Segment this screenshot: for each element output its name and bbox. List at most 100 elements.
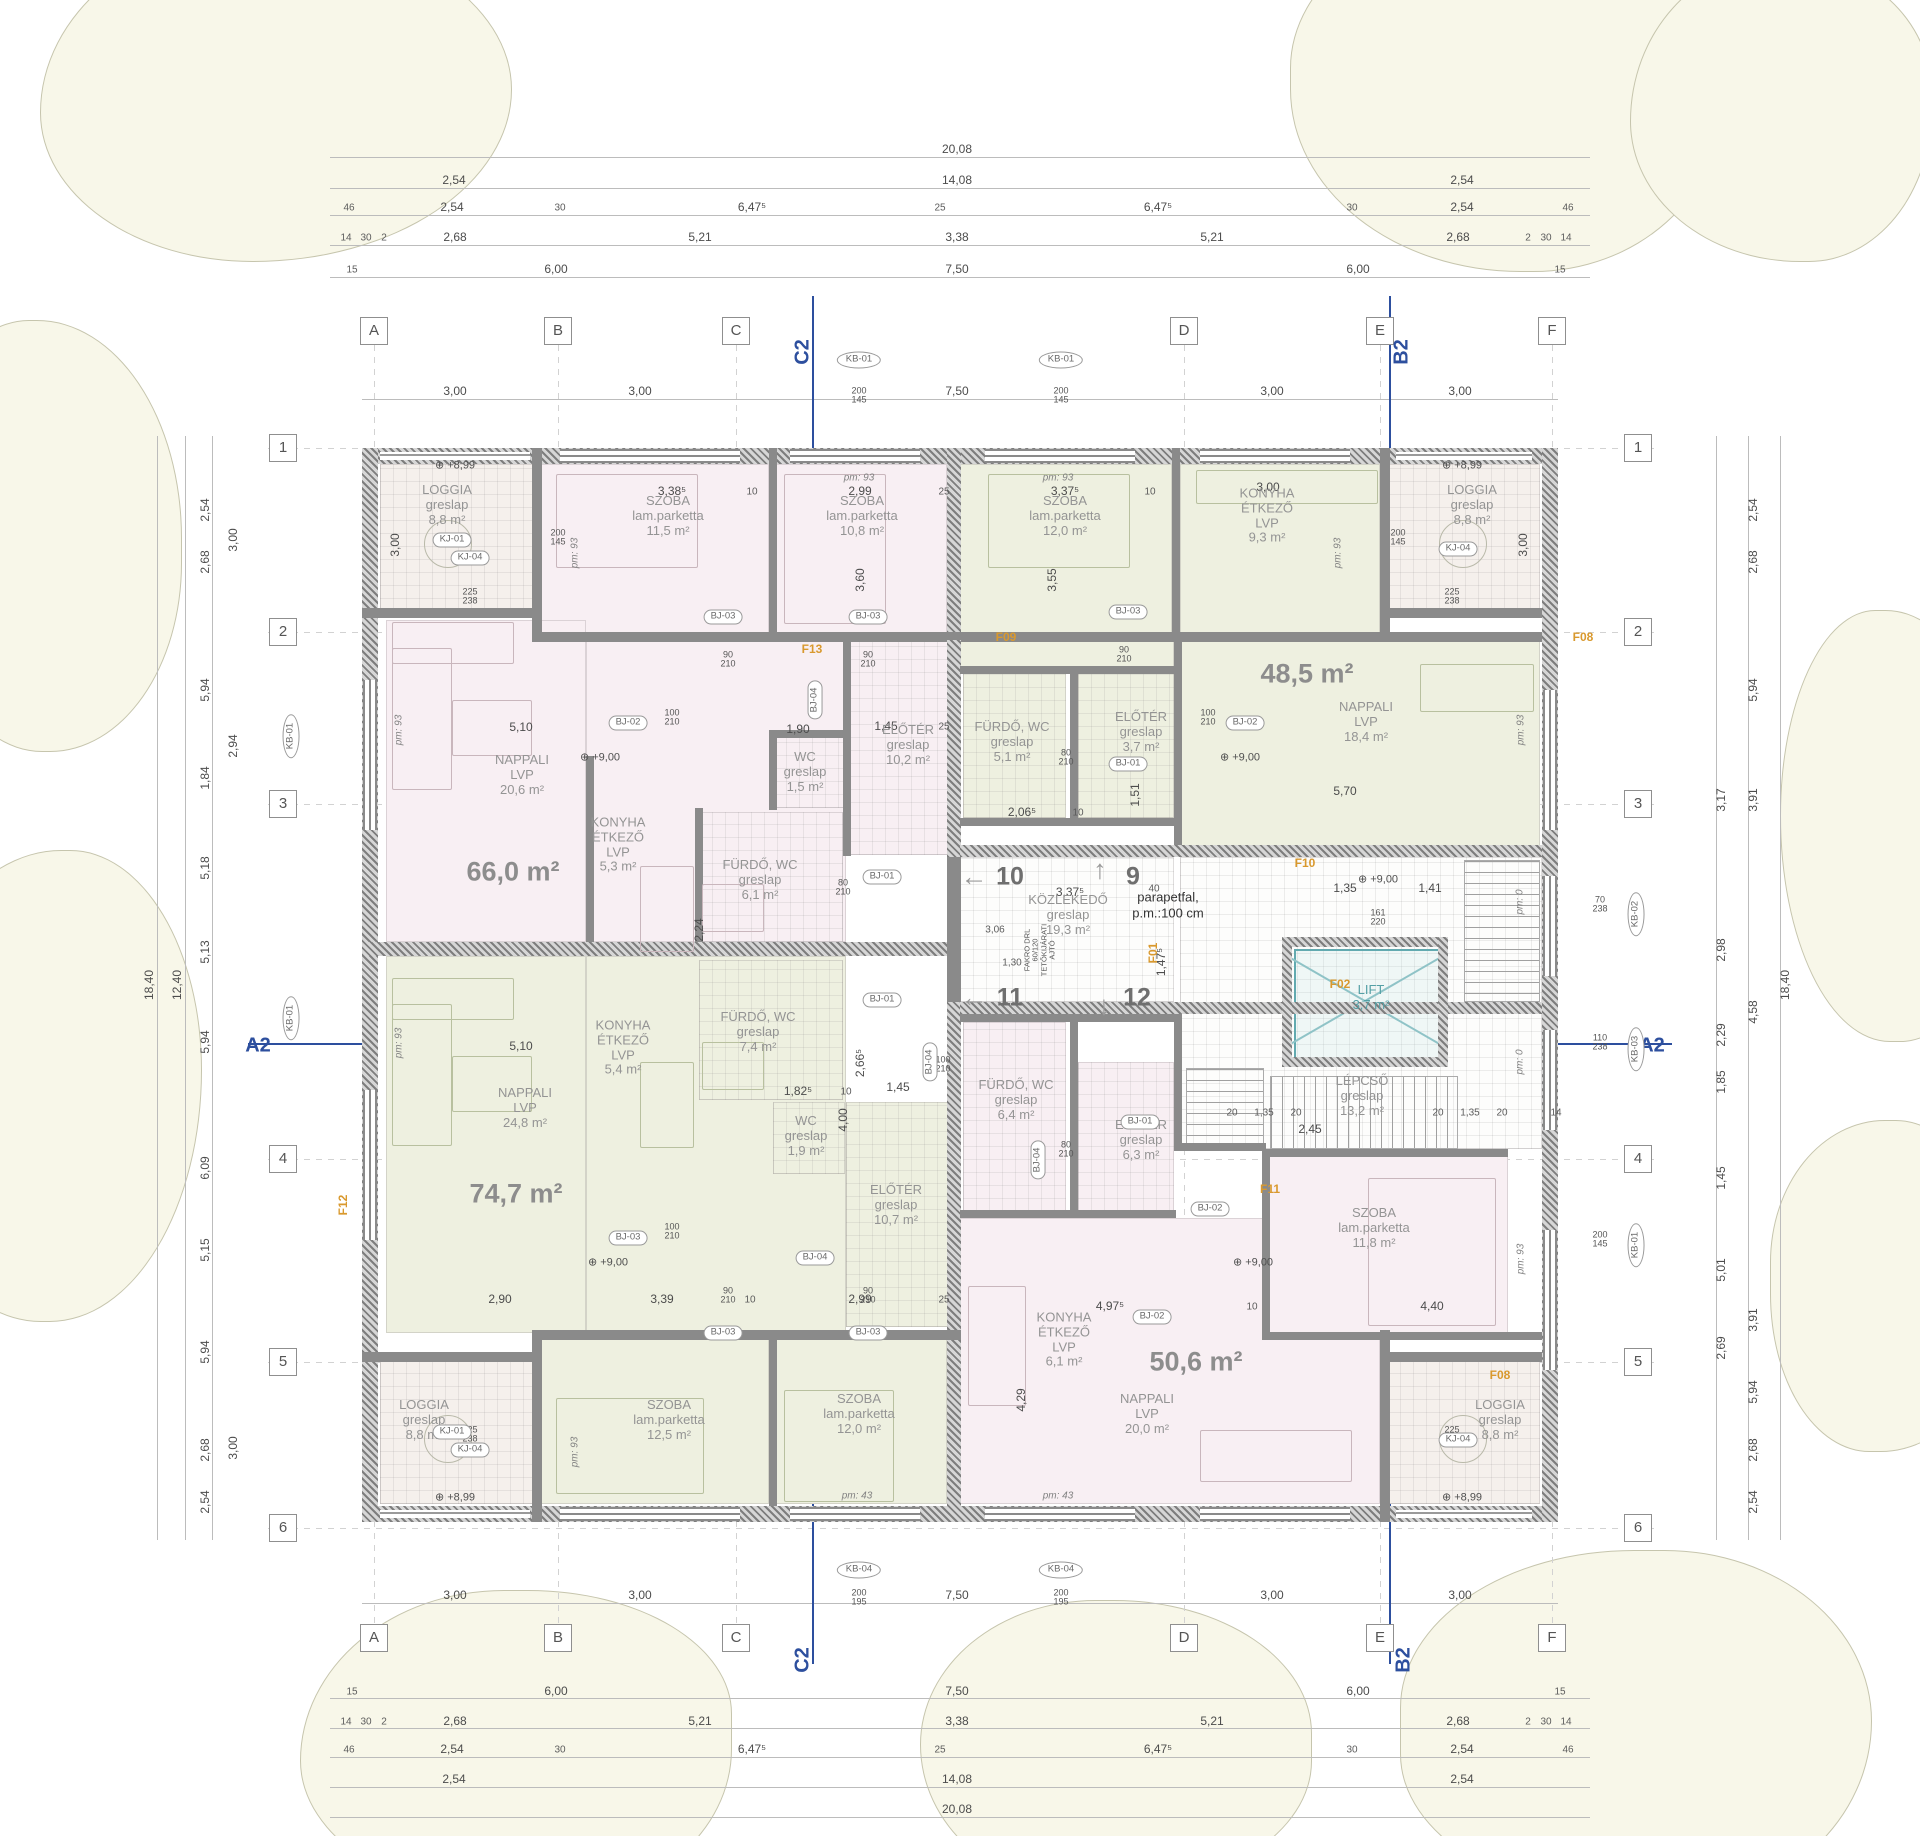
tree	[40, 0, 512, 262]
window-tag: KB-01	[282, 995, 300, 1041]
wall-segment	[1262, 1149, 1270, 1340]
grid-marker: E	[1366, 1624, 1394, 1652]
area-badge: 50,6 m²	[1149, 1346, 1243, 1377]
wall-segment	[947, 1002, 961, 1506]
window-symbol	[790, 1507, 920, 1521]
room-fill	[1268, 1155, 1508, 1335]
dimension-text: 25	[934, 1744, 946, 1756]
dimension-text: 30	[1346, 1744, 1358, 1756]
wall-segment	[960, 1014, 1176, 1022]
door-tag: BJ-04	[795, 1250, 835, 1266]
dimension-text: 5,15	[198, 1238, 213, 1262]
flat-number: 11	[996, 983, 1024, 1012]
dimension-text: 4,40	[1420, 1299, 1444, 1314]
section-marker: A2	[245, 1034, 271, 1057]
furniture	[702, 884, 764, 932]
elevation-marker: ⊕ +9,00	[579, 751, 621, 764]
dimension-text: 14	[340, 1716, 352, 1728]
section-marker: B2	[1392, 1647, 1415, 1673]
door-tag: BJ-02	[1225, 715, 1265, 731]
grid-marker: F	[1538, 317, 1566, 345]
area-badge: 66,0 m²	[466, 856, 560, 887]
dimension-text: 1,30	[1002, 957, 1022, 969]
wall-segment	[947, 857, 961, 1002]
dimension-line	[330, 1698, 1590, 1699]
dimension-text: 25	[934, 202, 946, 214]
dimension-text: 1,82⁵	[783, 1084, 813, 1099]
dimension-text: 20	[1290, 1107, 1302, 1119]
door-tag: BJ-04	[1030, 1140, 1046, 1180]
dimension-text: 5,21	[1200, 230, 1224, 245]
entrance-arrow: ↓	[1097, 990, 1111, 1021]
dimension-text: 5,10	[509, 1039, 533, 1054]
door-tag: KJ-01	[432, 1424, 472, 1440]
parapet-note: pm: 0	[1514, 1049, 1526, 1075]
furniture	[784, 474, 886, 624]
elevation-marker: ⊕ +9,00	[1357, 873, 1399, 886]
dimension-text: 2,54	[1450, 173, 1474, 188]
dimension-text: 3,00	[1260, 384, 1284, 399]
dimension-text: 2,68	[443, 230, 467, 245]
room-fill	[846, 1102, 956, 1327]
tree	[1770, 1120, 1920, 1452]
dimension-text: 1,35	[1333, 881, 1357, 896]
section-line	[812, 1498, 814, 1664]
dimension-text: 5,21	[1200, 1714, 1224, 1729]
furniture	[392, 978, 514, 1020]
dimension-text: 3,60	[853, 568, 868, 592]
dimension-text: 2	[381, 1716, 387, 1728]
section-line	[248, 1043, 362, 1045]
dimension-text: 7,50	[945, 1684, 969, 1699]
dimension-text: 3,91	[1746, 1308, 1761, 1332]
grid-marker: 4	[1624, 1145, 1652, 1173]
window-tag: KB-04	[1038, 1561, 1084, 1579]
grid-marker: 2	[1624, 618, 1652, 646]
room-fill	[963, 1022, 1066, 1212]
grid-marker: F	[1538, 1624, 1566, 1652]
window-symbol	[560, 449, 740, 463]
dimension-text: 1,45	[1714, 1166, 1729, 1190]
door-tag: KJ-04	[450, 550, 490, 566]
dimension-line	[330, 1787, 1590, 1788]
dimension-line	[212, 436, 213, 1540]
dimension-text: 1,35	[1460, 1107, 1480, 1119]
dimension-line	[330, 188, 1590, 189]
dimension-text: 2,68	[1746, 1438, 1761, 1462]
dimension-text: 3,00	[1516, 533, 1531, 557]
dimension-text: 6,00	[1346, 262, 1370, 277]
window-symbol	[363, 1090, 377, 1240]
grid-marker: D	[1170, 1624, 1198, 1652]
door-tag: KJ-04	[1438, 541, 1478, 557]
furniture	[392, 648, 452, 790]
section-line	[1558, 1043, 1672, 1045]
dimension-text: 1,51	[1128, 783, 1143, 807]
wall-segment	[532, 1330, 961, 1340]
f-label: F02	[1329, 977, 1351, 992]
grid-marker: C	[722, 317, 750, 345]
dimension-text: 2,69	[1714, 1336, 1729, 1360]
furniture	[988, 474, 1130, 568]
dimension-text: 46	[343, 1744, 355, 1756]
parapet-note: pm: 43	[1042, 1490, 1074, 1502]
dimension-text: 3,00	[443, 384, 467, 399]
tree	[0, 320, 182, 752]
dimension-text: 4,00	[836, 1108, 851, 1132]
section-marker: C2	[791, 1647, 814, 1673]
entrance-arrow: ←	[960, 861, 988, 892]
dimension-text: 2,54	[198, 498, 213, 522]
dimension-text: 3,00	[628, 384, 652, 399]
